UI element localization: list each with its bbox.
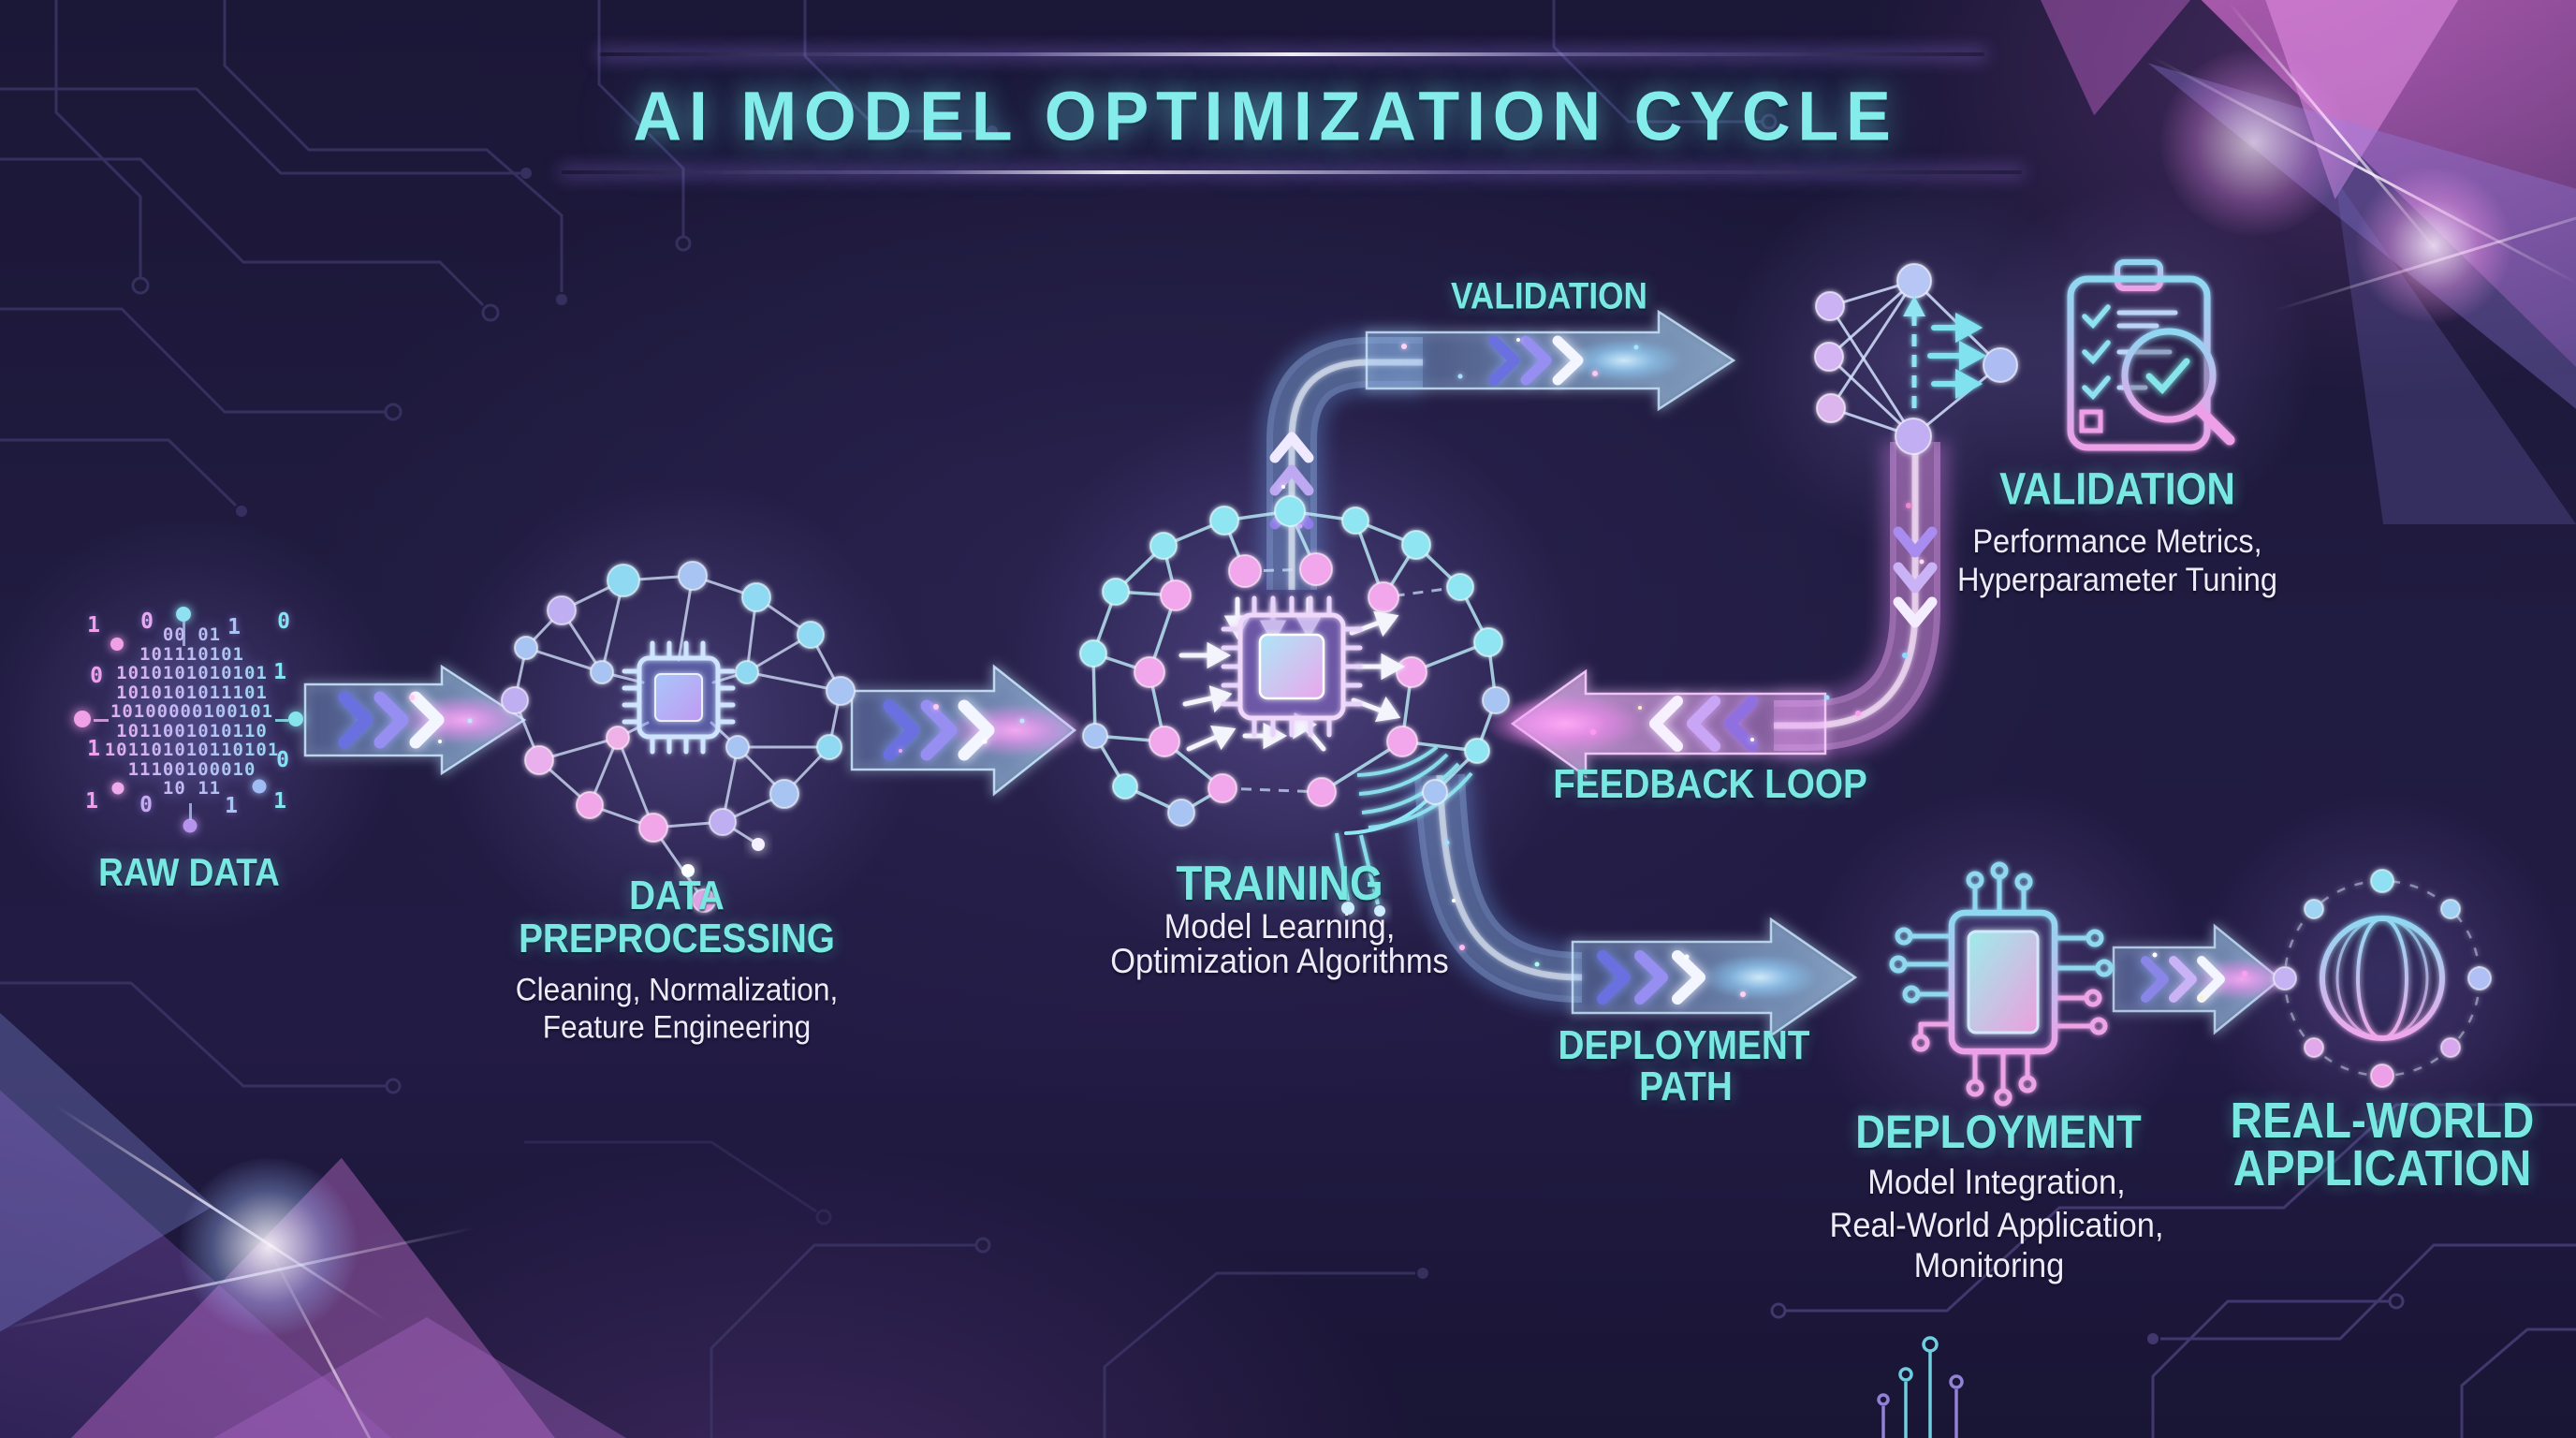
binary-digit: 1 [227,615,241,639]
binary-dot [252,779,267,794]
neural-network-icon [1814,263,2018,455]
title-streak-top [599,52,1984,56]
binary-dot [111,782,124,795]
binary-dot [110,638,124,651]
brain-chip-icon [501,561,856,913]
binary-row: 1010101010101 [80,664,303,683]
arrow-feedback-loop [1486,668,1827,779]
arrow-deployment-to-realworld [2112,923,2291,1035]
binary-dash [94,719,109,722]
binary-row: 101110101 [80,644,303,665]
stage-subtitle-validation-line2: Hyperparameter Tuning [1957,562,2277,598]
cpu-chip-icon [622,640,736,755]
stage-subtitle-validation-line1: Performance Metrics, [1972,523,2262,560]
stage-subtitle-training-line2: Optimization Algorithms [1110,942,1449,980]
checklist-magnifier-icon [2067,259,2235,451]
binary-row: 10 11 [80,779,303,799]
stage-subtitle-preprocessing-line1: Cleaning, Normalization, [515,972,839,1008]
binary-digit: 1 [273,789,286,814]
circuit-sprout-icon [1877,1336,1964,1438]
binary-digit: 1 [87,613,100,638]
binary-dot [183,818,198,833]
chip-circuit-icon [1889,861,2114,1107]
brain-chip-arrows-icon [1079,495,1510,917]
deployment-pipe [1407,773,1583,1010]
binary-matrix-icon: 00 01 101110101 1010101010101 1010101011… [66,599,328,843]
binary-dot [74,711,91,727]
light-flare [2160,49,2348,236]
binary-row: 101101010110101 [80,741,303,760]
binary-digit: 0 [140,609,154,634]
stage-subtitle-deployment-line1: Model Integration, [1867,1163,2126,1201]
arrow-raw-to-preprocessing [303,664,529,776]
binary-dot-stem [189,803,192,820]
binary-digit: 1 [87,737,100,761]
stage-label-deployment: DEPLOYMENT [1855,1106,2142,1158]
cpu-chip-icon [1221,595,1363,738]
feedback-pipe [1774,442,1949,759]
binary-digit: 1 [85,789,98,814]
binary-dash [275,719,288,722]
binary-row: 1011001010110 [80,721,303,741]
light-flare [180,1158,358,1336]
binary-row: 11100100010 [80,759,303,780]
stage-label-preprocessing-line2: PREPROCESSING [519,916,835,961]
stage-label-raw-data: RAW DATA [98,850,280,894]
binary-digit: 0 [139,793,153,817]
binary-row: 00 01 [80,625,303,645]
path-label-deployment-line1: DEPLOYMENT [1558,1022,1810,1068]
arrow-preprocessing-to-training [850,664,1086,797]
stage-label-training: TRAINING [1176,857,1383,911]
stage-subtitle-training-line1: Model Learning, [1164,907,1396,946]
binary-dot-stem [183,622,185,646]
path-label-validation: VALIDATION [1451,275,1647,317]
stage-label-real-world-line1: REAL-WORLD [2230,1093,2535,1149]
binary-digit: 0 [276,748,289,772]
stage-subtitle-preprocessing-line2: Feature Engineering [542,1009,812,1046]
page-title: AI MODEL OPTIMIZATION CYCLE [633,77,1898,155]
sparkle-particles [409,338,2247,1000]
binary-dot [288,712,303,726]
stage-subtitle-deployment-line2: Real-World Application, [1829,1206,2164,1244]
validation-pipe [1259,330,1423,590]
binary-digit: 0 [277,609,290,634]
binary-digit: 1 [225,794,238,818]
binary-row: 10100000100101 [80,702,303,722]
light-flare [2354,166,2513,325]
arrow-deployment-path [1571,917,1858,1038]
stage-label-preprocessing-line1: DATA [629,873,724,918]
path-label-feedback-loop: FEEDBACK LOOP [1553,761,1867,807]
globe-network-icon [2273,869,2492,1088]
title-streak-bottom [562,170,2022,174]
binary-digit: 0 [90,664,103,688]
binary-digit: 1 [273,660,286,684]
binary-dot [176,607,191,622]
binary-rows: 00 01 101110101 1010101010101 1010101011… [80,625,303,799]
stage-label-validation: VALIDATION [1999,464,2235,515]
binary-row: 1010101011101 [80,682,303,703]
stage-label-real-world-line2: APPLICATION [2232,1140,2532,1196]
path-label-deployment-line2: PATH [1639,1064,1733,1109]
stage-subtitle-deployment-line3: Monitoring [1913,1246,2065,1284]
